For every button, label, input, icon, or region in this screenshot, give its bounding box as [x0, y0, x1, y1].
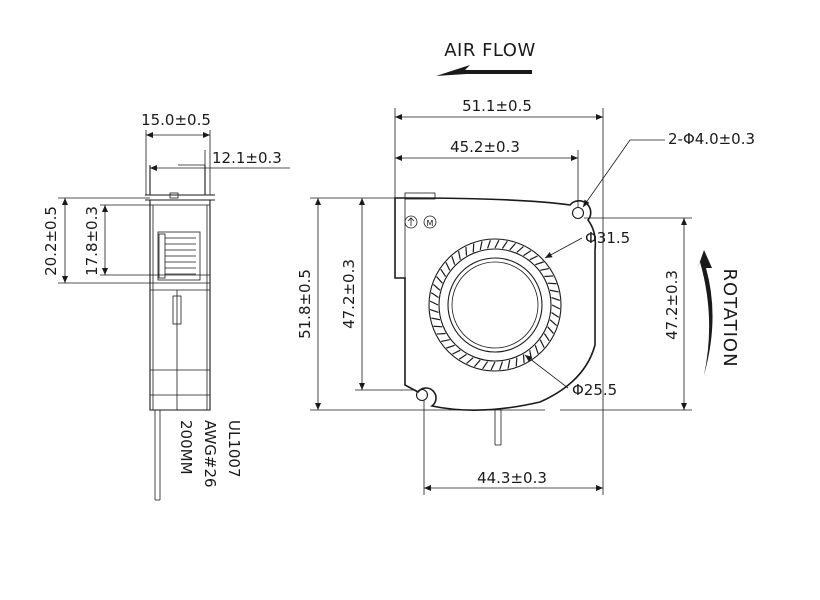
impeller-blade: [440, 268, 447, 277]
impeller-blade: [547, 326, 554, 334]
impeller-blade: [540, 268, 549, 271]
impeller-blade: [535, 261, 544, 266]
impeller-blade: [522, 354, 525, 364]
impeller-blade: [473, 359, 481, 368]
dim-mount-holes: 2-Φ4.0±0.3: [668, 130, 755, 148]
impeller-blade: [516, 246, 524, 253]
impeller-blade: [551, 311, 560, 318]
impeller-blade: [544, 275, 554, 278]
dim-right-height: 47.2±0.3: [663, 270, 681, 340]
impeller-blade: [534, 345, 539, 354]
airflow-indicator: AIR FLOW: [436, 40, 536, 76]
cable-icon: [154, 410, 161, 501]
impeller-blade: [432, 283, 441, 291]
dim-outlet-outer: 20.2±0.5: [42, 206, 60, 276]
impeller-blade: [429, 309, 439, 314]
impeller-icon: [428, 238, 562, 372]
rotation-indicator: ROTATION: [697, 250, 740, 375]
dim-left-height: 47.2±0.3: [340, 259, 358, 329]
impeller-blade: [539, 339, 545, 348]
impeller-blade: [549, 319, 558, 327]
impeller-blade: [543, 333, 550, 342]
impeller-blade: [465, 246, 468, 256]
side-view: 15.0±0.5 12.1±0.3 20.2±0.5 17.8±0.3 UL10…: [42, 111, 290, 501]
impeller-blade: [529, 255, 538, 261]
impeller-blade: [551, 296, 561, 301]
dim-thickness: 15.0±0.5: [141, 111, 211, 129]
cert-mark-icon: M: [423, 215, 437, 229]
dim-inlet-width: 12.1±0.3: [212, 149, 282, 167]
impeller-blade: [466, 357, 474, 364]
dim-inlet-diameter: Φ31.5: [585, 229, 630, 247]
impeller-blade: [507, 359, 511, 369]
impeller-blade: [486, 239, 491, 249]
impeller-blade: [433, 325, 443, 328]
impeller-blade: [494, 239, 500, 249]
mount-hole-bottom: [415, 388, 429, 402]
impeller-blade: [472, 243, 475, 253]
impeller-blade: [529, 350, 532, 359]
motor-coil-icon: [157, 231, 201, 281]
dim-hub-diameter: Φ25.5: [572, 381, 617, 399]
impeller-blade: [451, 256, 456, 265]
airflow-arrow-icon: [436, 65, 532, 76]
front-view: M 51.1±0.5 45.2±0.3 2-Φ4.0±0.3 Φ31.5 Φ25…: [296, 97, 755, 495]
impeller-blade: [446, 344, 455, 349]
svg-text:M: M: [427, 219, 434, 228]
impeller-blade: [515, 357, 518, 367]
cable-stub-icon: [494, 410, 502, 446]
mount-hole-top: [571, 206, 585, 220]
impeller-blade: [458, 251, 461, 260]
dim-outlet-inner: 17.8±0.3: [83, 206, 101, 276]
dim-overall-height: 51.8±0.5: [296, 269, 314, 339]
dim-hole-span: 45.2±0.3: [450, 138, 520, 156]
impeller-blade: [501, 240, 508, 249]
airflow-label: AIR FLOW: [444, 40, 536, 61]
impeller-blade: [436, 276, 443, 284]
impeller-blade: [458, 353, 467, 360]
dim-overall-width: 51.1±0.5: [462, 97, 532, 115]
impeller-blade: [479, 241, 483, 251]
impeller-blade: [509, 242, 517, 251]
impeller-blade: [523, 250, 532, 257]
impeller-blade: [490, 361, 496, 371]
impeller-blade: [436, 332, 446, 335]
impeller-blade: [431, 317, 441, 321]
dim-bottom-width: 44.3±0.3: [477, 469, 547, 487]
impeller-blade: [429, 300, 439, 306]
impeller-blade: [452, 349, 461, 355]
direction-mark-icon: [404, 215, 418, 229]
impeller-blade: [549, 289, 559, 293]
cable-spec-gauge: AWG#26: [201, 420, 219, 488]
impeller-blade: [551, 304, 561, 310]
cable-spec-insulation: UL1007: [225, 420, 243, 478]
cable-spec-length: 200MM: [177, 420, 195, 475]
impeller-blade: [482, 361, 489, 370]
impeller-blade: [499, 361, 504, 371]
impeller-blade: [547, 282, 557, 285]
impeller-blade: [430, 292, 439, 299]
rotation-arrow-icon: [697, 250, 713, 375]
impeller-blade: [441, 339, 450, 342]
impeller-blade: [445, 262, 451, 271]
rotation-label: ROTATION: [719, 268, 740, 367]
